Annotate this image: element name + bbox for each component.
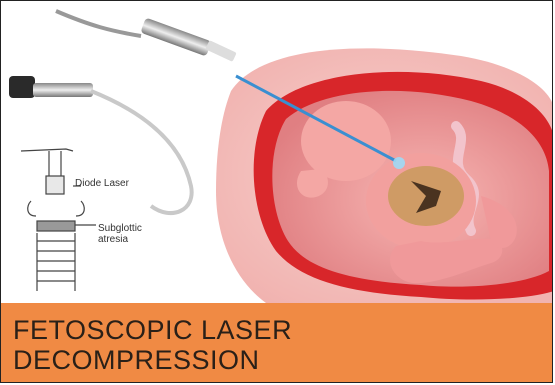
fetoscopic-illustration bbox=[1, 1, 553, 303]
subglottic-atresia-label: Subglottic atresia bbox=[98, 223, 158, 245]
diode-laser-label: Diode Laser bbox=[75, 178, 129, 189]
airway-inset bbox=[21, 149, 96, 291]
title-banner: FETOSCOPIC LASER DECOMPRESSION bbox=[1, 303, 553, 383]
title-line-1: FETOSCOPIC LASER bbox=[13, 315, 553, 345]
subglottic-line: Subglottic bbox=[98, 223, 142, 234]
endoscope bbox=[9, 76, 192, 213]
title-line-2: DECOMPRESSION bbox=[13, 345, 553, 375]
fetoscope bbox=[56, 11, 237, 62]
atresia-line: atresia bbox=[98, 234, 128, 245]
